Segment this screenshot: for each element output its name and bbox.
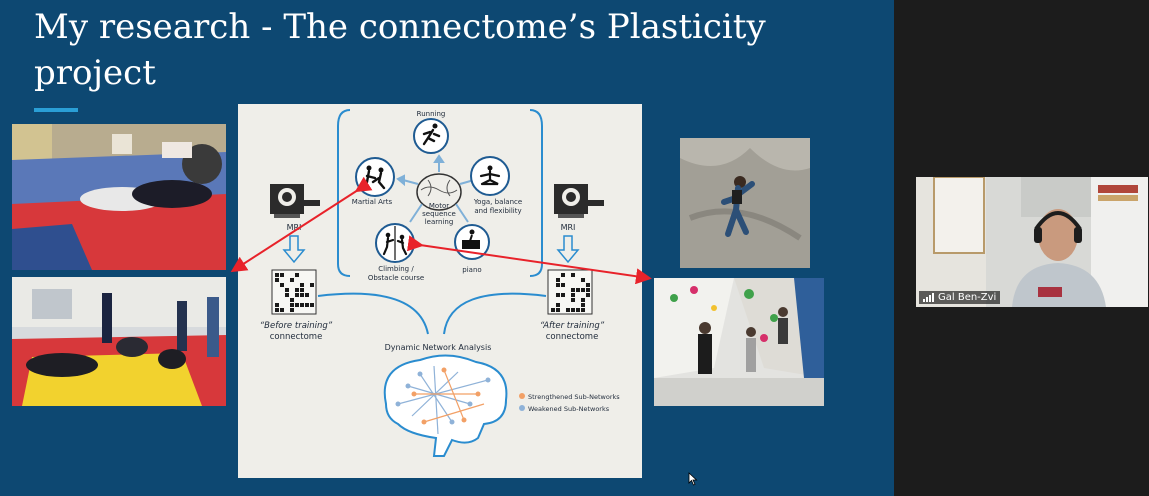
- connectome-matrix-icon: [271, 269, 317, 315]
- signal-bars-icon: [923, 293, 934, 302]
- running-icon: [413, 118, 449, 154]
- climbing-icon: [375, 223, 415, 263]
- mri-right-label: MRI: [561, 223, 576, 232]
- legend-weakened-label: Weakened Sub-Networks: [528, 405, 610, 413]
- legend-strengthened-swatch: [519, 393, 525, 399]
- before-label-line1: “Before training”: [260, 321, 333, 331]
- yoga-icon: [470, 156, 510, 196]
- presentation-slide: My research - The connectome’s Plasticit…: [0, 0, 894, 496]
- photo-rock-climbing: [680, 138, 810, 268]
- center-label-line3: learning: [425, 218, 454, 226]
- mri-scanner-icon: [270, 184, 320, 218]
- mouse-cursor-icon: [688, 472, 698, 486]
- climbing-label-line2: Obstacle course: [368, 274, 424, 282]
- climbing-label-line1: Climbing /: [378, 265, 414, 273]
- yoga-label-line2: and flexibility: [474, 207, 521, 215]
- participant-video-tile[interactable]: Gal Ben-Zvi: [916, 177, 1148, 307]
- yoga-label-line1: Yoga, balance: [473, 198, 522, 206]
- martial-arts-icon: [355, 157, 395, 197]
- photo-climbing-gym: [654, 278, 824, 406]
- after-label-line1: “After training”: [540, 321, 605, 331]
- bracket-right: [529, 109, 543, 277]
- photo-martial-arts-mats: [12, 124, 226, 270]
- mri-left-label: MRI: [287, 223, 302, 232]
- piano-label: piano: [462, 266, 481, 274]
- participant-name-tag: Gal Ben-Zvi: [919, 291, 1001, 304]
- running-label: Running: [417, 110, 446, 118]
- legend-weakened-swatch: [519, 405, 525, 411]
- analysis-label: Dynamic Network Analysis: [385, 343, 492, 352]
- after-label-line2: connectome: [546, 332, 599, 342]
- mri-scanner-icon: [554, 184, 604, 218]
- bracket-left: [337, 109, 351, 277]
- piano-icon: [454, 224, 490, 260]
- participant-name: Gal Ben-Zvi: [938, 292, 997, 303]
- title-underline: [34, 108, 78, 112]
- brain-icon: [416, 173, 462, 211]
- research-diagram: Motor sequence learning Running: [238, 104, 642, 478]
- connectome-matrix-icon: [547, 269, 593, 315]
- center-label-line1: Motor: [429, 202, 449, 210]
- photo-martial-arts-group: [12, 277, 226, 406]
- martial-arts-label: Martial Arts: [352, 198, 393, 206]
- brain-network-icon: [383, 354, 508, 457]
- slide-title: My research - The connectome’s Plasticit…: [34, 7, 766, 93]
- before-label-line2: connectome: [270, 332, 323, 342]
- legend-strengthened-label: Strengthened Sub-Networks: [528, 393, 620, 401]
- center-label-line2: sequence: [422, 210, 456, 218]
